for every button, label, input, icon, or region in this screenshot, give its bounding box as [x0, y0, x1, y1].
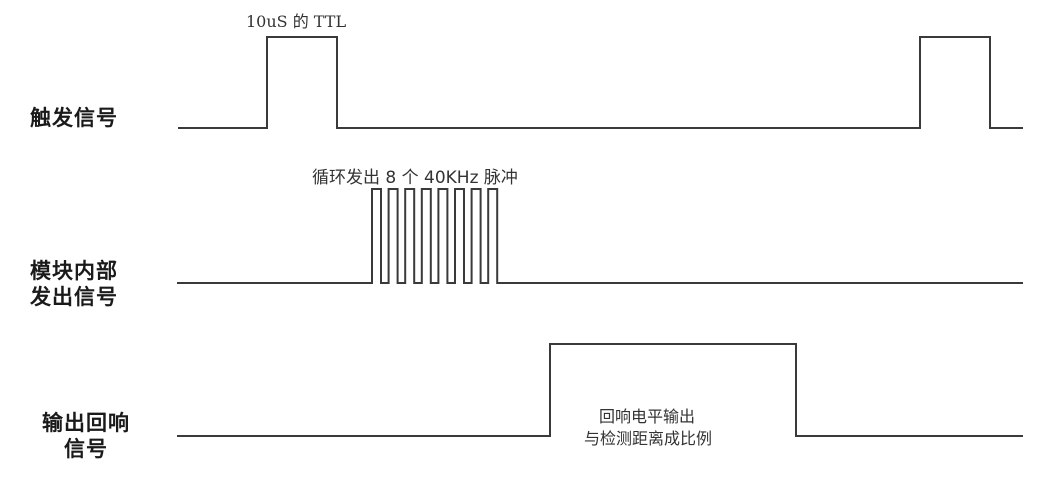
burst-waveform — [177, 188, 1023, 284]
internal-signal-label: 模块内部 发出信号 — [30, 258, 118, 310]
internal-signal-label-line1: 模块内部 — [30, 259, 118, 283]
burst-annotation: 循环发出 8 个 40KHz 脉冲 — [312, 168, 518, 188]
echo-signal-label-line2: 信号 — [64, 437, 108, 461]
echo-annotation-line1: 回响电平输出 — [599, 407, 696, 426]
echo-annotation: 回响电平输出 与检测距离成比例 — [584, 406, 712, 450]
internal-signal-label-line2: 发出信号 — [30, 285, 118, 309]
echo-signal-label: 输出回响 信号 — [30, 410, 142, 462]
trigger-pulse-annotation: 10uS 的 TTL — [246, 12, 347, 31]
trigger-signal-label: 触发信号 — [30, 106, 118, 130]
echo-annotation-line2: 与检测距离成比例 — [584, 429, 713, 448]
trigger-waveform — [178, 36, 1023, 129]
echo-signal-label-line1: 输出回响 — [42, 411, 130, 435]
echo-waveform — [177, 343, 1023, 437]
